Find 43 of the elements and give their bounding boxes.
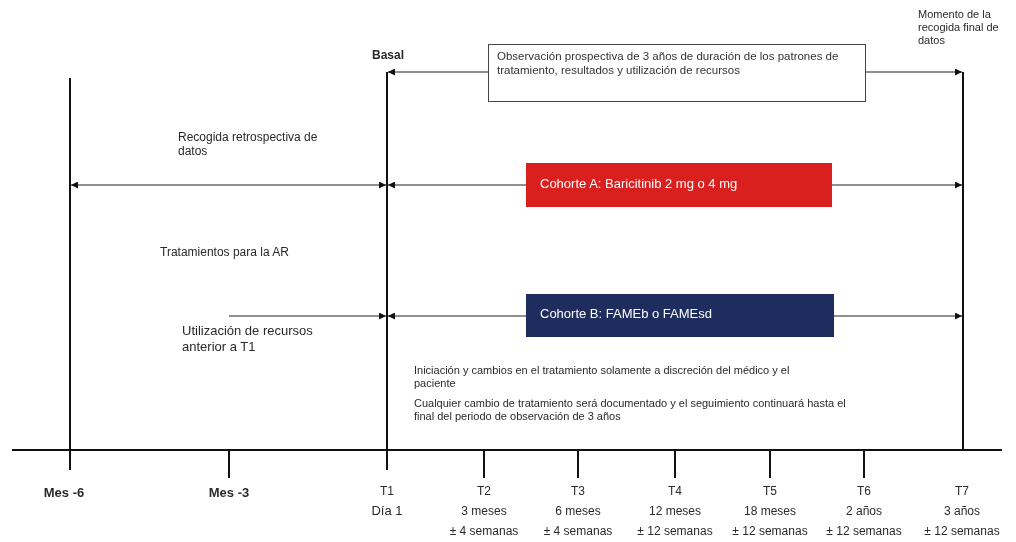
note-text: Cualquier cambio de tratamiento será documentado y el seguimiento continuará hasta el final del periodo de observación de 3 años bbox=[414, 397, 847, 423]
arrow bbox=[228, 312, 387, 320]
arrow bbox=[387, 68, 489, 76]
tick-label: ± 4 semanas bbox=[448, 524, 520, 538]
tick-label: T7 bbox=[954, 484, 970, 498]
arrow bbox=[865, 68, 963, 76]
annotation-text: Recogida retrospectiva de datos bbox=[178, 130, 319, 158]
tick-label: ± 12 semanas bbox=[825, 524, 903, 538]
tick-label: 2 años bbox=[845, 504, 883, 518]
timeline-marker-line bbox=[386, 72, 388, 470]
timeline-label: Basal bbox=[372, 48, 406, 62]
tick-label: ± 4 semanas bbox=[542, 524, 614, 538]
tick-label: T2 bbox=[476, 484, 492, 498]
timeline-marker-line bbox=[962, 72, 964, 450]
tick-label: Mes -3 bbox=[207, 486, 251, 500]
cohort-box: Cohorte B: FAMEb o FAMEsd bbox=[526, 294, 834, 337]
note-text: Iniciación y cambios en el tratamiento solamente a discreción del médico y el paciente bbox=[414, 364, 791, 390]
tick-label: T5 bbox=[762, 484, 778, 498]
tick-label: 6 meses bbox=[554, 504, 602, 518]
tick-label: ± 12 semanas bbox=[636, 524, 714, 538]
tick-label: 12 meses bbox=[648, 504, 702, 518]
tick-label: T4 bbox=[667, 484, 683, 498]
tick-label: ± 12 semanas bbox=[923, 524, 1001, 538]
tick-label: Día 1 bbox=[370, 504, 404, 518]
tick-label: 18 meses bbox=[743, 504, 797, 518]
annotation-text: Tratamientos para la AR bbox=[160, 245, 290, 259]
arrow bbox=[387, 181, 527, 189]
annotation-text: Utilización de recursos anterior a T1 bbox=[182, 323, 314, 355]
tick-label: T1 bbox=[379, 484, 395, 498]
arrow bbox=[833, 312, 963, 320]
arrow bbox=[831, 181, 963, 189]
tick-label: T3 bbox=[570, 484, 586, 498]
tick-label: T6 bbox=[856, 484, 872, 498]
annotation-text: Momento de la recogida final de datos bbox=[918, 8, 1000, 47]
tick-label: Mes -6 bbox=[42, 486, 86, 500]
arrow bbox=[387, 312, 527, 320]
timeline-marker-line bbox=[69, 78, 71, 470]
tick-label: ± 12 semanas bbox=[731, 524, 809, 538]
cohort-box: Cohorte A: Baricitinib 2 mg o 4 mg bbox=[526, 163, 832, 207]
tick-label: 3 meses bbox=[460, 504, 508, 518]
tick-label: 3 años bbox=[943, 504, 981, 518]
observation-box: Observación prospectiva de 3 años de duración de los patrones de tratamiento, resultados y utilización de recursos bbox=[488, 44, 866, 102]
arrow bbox=[70, 181, 387, 189]
